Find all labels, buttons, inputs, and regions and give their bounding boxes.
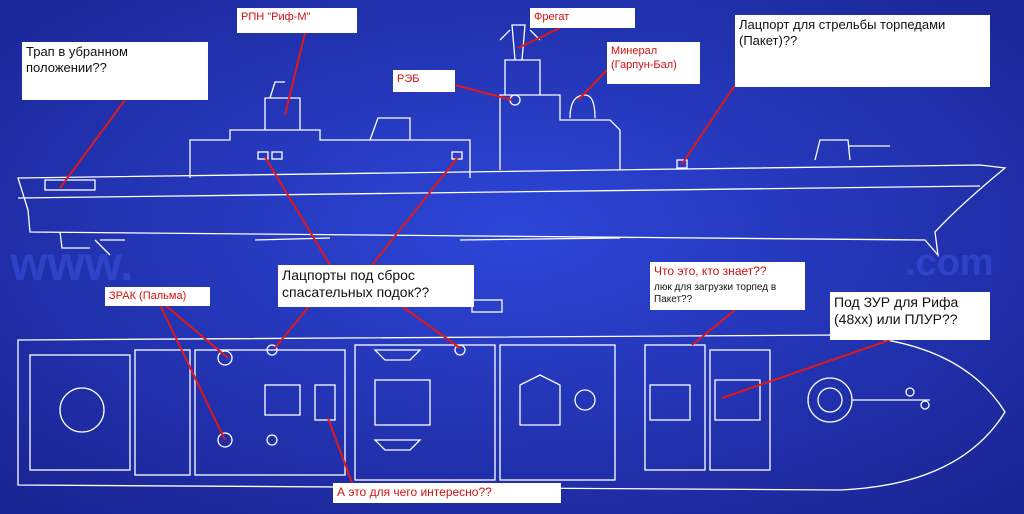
palma-aft-top [217, 350, 233, 366]
gangway [44, 179, 96, 191]
label-what-is: Что это, кто знает?? [650, 262, 805, 280]
boat-hatch-1 [266, 344, 278, 356]
torpedo-port [676, 159, 688, 169]
label-fregat: Фрегат [530, 8, 635, 28]
callout-zrak-1 [164, 304, 229, 359]
vls-cells [714, 379, 761, 421]
bridge-block [499, 344, 616, 481]
palma-aft-bottom [217, 432, 233, 448]
boat-port-2 [271, 151, 283, 160]
label-zur: Под ЗУР для Рифа (48хх) или ПЛУР?? [830, 292, 990, 340]
label-interesting: А это для чего интересно?? [333, 483, 561, 503]
bow-fitting-1 [905, 387, 915, 397]
callout-rpn [284, 32, 306, 116]
callout-boat-port-2 [371, 156, 459, 266]
vls-area [709, 349, 771, 471]
mineral-dome [569, 94, 596, 119]
funnel-top [374, 379, 431, 426]
label-boat-ports: Лацпорты под сброс спасательных подок?? [278, 265, 474, 307]
hangar [134, 349, 191, 476]
gun-mount-top [817, 387, 843, 413]
top-view [17, 334, 1006, 491]
boat-hatch-2 [266, 434, 278, 446]
callout-trap [59, 99, 126, 189]
mineral-top [574, 389, 596, 411]
rif-launcher-side [264, 97, 301, 130]
aft-superstructure [189, 129, 471, 178]
mast [511, 24, 526, 61]
watermark-end: .com [905, 242, 994, 284]
funnel [369, 117, 411, 141]
torpedo-hatch [649, 384, 691, 421]
label-rpn: РПН "Риф-М" [237, 8, 357, 33]
callout-reb [454, 84, 513, 101]
callout-mineral [577, 69, 608, 101]
mast-top [519, 374, 561, 426]
bilge-keel-2 [459, 237, 621, 241]
propeller [59, 231, 125, 256]
label-trap: Трап в убранном положении?? [22, 42, 208, 100]
gun-turret-side [814, 139, 851, 161]
rif-top [264, 384, 301, 416]
unknown-structure [314, 384, 336, 421]
callout-boat-port-1 [264, 156, 331, 266]
rif-arm [269, 81, 285, 99]
label-mineral: Минерал (Гарпун-Бал) [607, 42, 700, 84]
helipad-circle [59, 387, 105, 433]
forward-superstructure [499, 94, 621, 170]
aft-block-top [194, 349, 346, 476]
hull-side [17, 164, 1007, 258]
watermark: www. [9, 238, 134, 291]
bilge-keel-1 [254, 237, 331, 241]
label-torpedo-port: Лацпорт для стрельбы торпедами (Пакет)?? [735, 15, 990, 87]
deck-line [17, 185, 981, 199]
callout-boat-hatch-1 [274, 304, 311, 349]
label-hatch: люк для загрузки торпед в Пакет?? [650, 280, 805, 310]
callout-lines [59, 27, 891, 484]
helipad [29, 354, 131, 471]
boat-top [373, 349, 422, 361]
callout-zrak-2 [159, 304, 226, 441]
callout-zur [721, 339, 891, 399]
midship-block [354, 344, 496, 481]
callout-fregat [517, 27, 561, 49]
callout-boat-hatch-3 [399, 304, 461, 349]
hull-top [17, 334, 1006, 491]
callout-torpedo-port [681, 84, 736, 165]
boat-port-1 [257, 151, 269, 160]
label-reb: РЭБ [393, 70, 455, 92]
label-zrak: ЗРАК (Пальма) [105, 287, 210, 306]
side-profile [17, 24, 1007, 313]
boat-bottom [373, 439, 422, 451]
bow-fitting-2 [920, 400, 930, 410]
callout-hatch [691, 309, 736, 346]
torpedo-hatch-area [644, 344, 706, 471]
callout-interesting [327, 417, 353, 484]
boat-hatch-3 [454, 344, 466, 356]
